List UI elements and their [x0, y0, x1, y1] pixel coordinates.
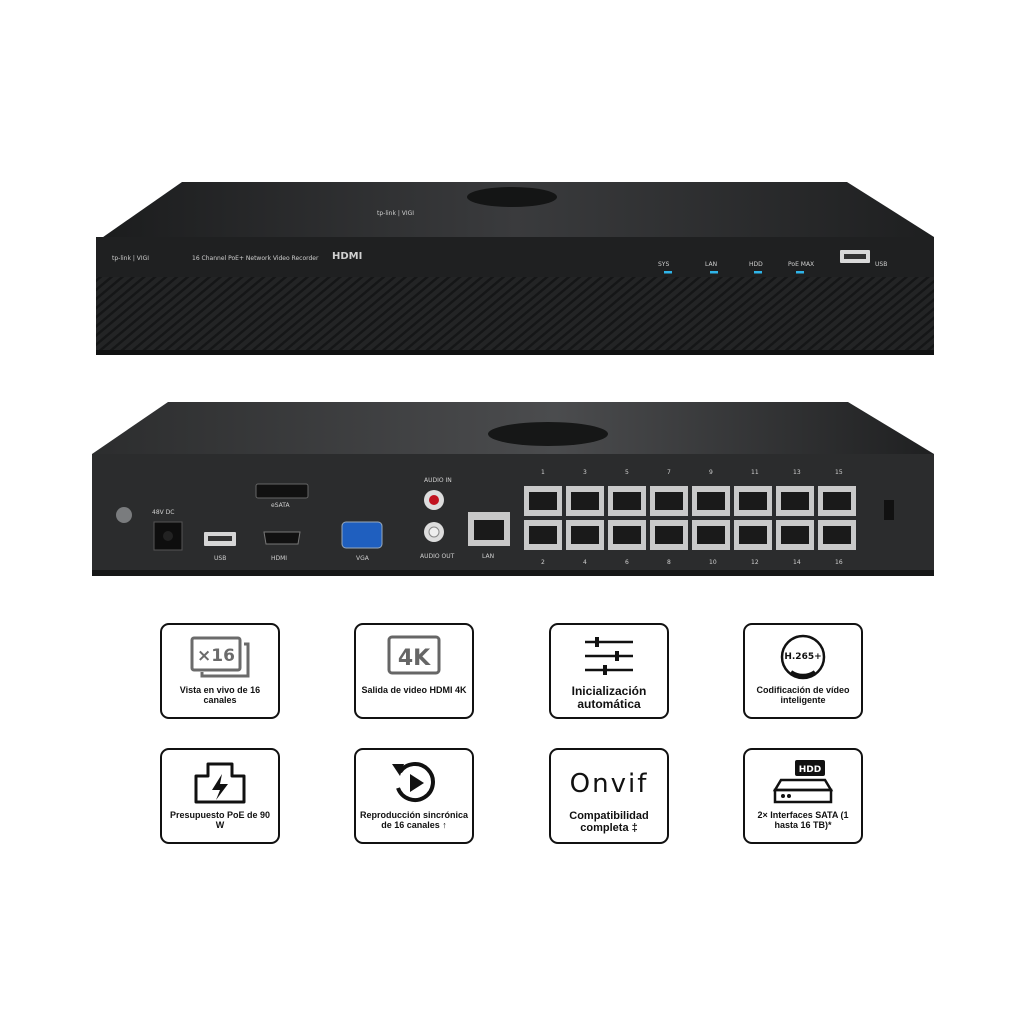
poe-port-socket — [613, 526, 641, 544]
poe-port-number: 12 — [751, 559, 759, 566]
poe-port-number: 1 — [541, 469, 545, 476]
poe-port-number: 14 — [793, 559, 801, 566]
poe-port-number: 10 — [709, 559, 717, 566]
poe-port-number: 13 — [793, 469, 801, 476]
poe-port-number: 11 — [751, 469, 759, 476]
led-poe — [796, 271, 804, 274]
led-lan — [710, 271, 718, 274]
onvif-logo: Onvif — [559, 758, 659, 806]
feature-label: 2× Interfaces SATA (1 hasta 16 TB)* — [757, 810, 849, 830]
vga-port — [341, 521, 383, 549]
poe-port-socket — [613, 492, 641, 510]
usb-label-front: USB — [875, 261, 887, 268]
indicator-sys: SYS — [658, 261, 669, 268]
poe-port-number: 8 — [667, 559, 671, 566]
poe-port-number: 6 — [625, 559, 629, 566]
svg-text:×16: ×16 — [197, 646, 235, 666]
feature-tile-sata: HDD 2× Interfaces SATA (1 hasta 16 TB)* — [743, 748, 863, 844]
lan-label: LAN — [482, 553, 494, 560]
esata-label: eSATA — [271, 502, 290, 509]
feature-tile-live-view: ×16 Vista en vivo de 16 canales — [160, 623, 280, 719]
x16-screens-icon: ×16 — [188, 633, 252, 681]
front-brand: tp-link | VIGI — [112, 255, 149, 262]
h265-icon: H.265+ — [771, 633, 835, 681]
audio-out-label: AUDIO OUT — [420, 553, 455, 560]
top-brand: tp-link | VIGI — [377, 210, 414, 217]
poe-port-socket — [655, 526, 683, 544]
hdmi-logo: HDMI — [332, 251, 362, 262]
poe-port-socket — [529, 492, 557, 510]
audio-out-jack — [428, 526, 440, 538]
poe-port-number: 9 — [709, 469, 713, 476]
svg-text:Onvif: Onvif — [570, 769, 649, 799]
feature-label: Vista en vivo de 16 canales — [179, 685, 261, 705]
hdmi-port — [263, 531, 301, 545]
svg-text:4K: 4K — [398, 646, 431, 671]
poe-port-socket — [739, 492, 767, 510]
vga-label: VGA — [356, 555, 370, 562]
led-hdd — [754, 271, 762, 274]
feature-label: Compatibilidad completa ‡ — [569, 810, 649, 834]
poe-port-socket — [529, 526, 557, 544]
indicator-hdd: HDD — [749, 261, 763, 268]
poe-port-socket — [697, 492, 725, 510]
nvr-front-view: tp-link | VIGI tp-link | VIGI 16 Channel… — [96, 182, 934, 355]
poe-port-socket — [739, 526, 767, 544]
playback-icon — [386, 758, 442, 806]
kensington-lock — [884, 500, 894, 520]
poe-port-socket — [781, 492, 809, 510]
poe-port-socket — [571, 526, 599, 544]
hdmi-label: HDMI — [271, 555, 287, 562]
feature-tile-onvif: Onvif Compatibilidad completa ‡ — [549, 748, 669, 844]
poe-port-number: 16 — [835, 559, 843, 566]
poe-port-socket — [781, 526, 809, 544]
feature-tile-poe-budget: Presupuesto PoE de 90 W — [160, 748, 280, 844]
poe-port-number: 4 — [583, 559, 587, 566]
esata-port — [255, 483, 309, 499]
poe-port-socket — [571, 492, 599, 510]
status-indicators: SYS LAN HDD PoE MAX — [658, 261, 814, 274]
poe-port-number: 2 — [541, 559, 545, 566]
poe-port-socket — [655, 492, 683, 510]
audio-in-jack — [429, 495, 439, 505]
svg-text:HDD: HDD — [799, 765, 821, 775]
feature-label: Codificación de vídeo inteligente — [756, 685, 850, 705]
indicator-lan: LAN — [705, 261, 717, 268]
feature-label: Salida de video HDMI 4K — [361, 685, 467, 695]
usb-label-rear: USB — [214, 555, 226, 562]
vent-grill — [96, 277, 934, 352]
nvr-rear-view: 48V DC eSATA USB HDMI VGA AUDIO IN AUDIO… — [92, 402, 934, 576]
poe-port-socket — [823, 492, 851, 510]
feature-tile-playback: Reproducción sincrónica de 16 canales ↑ — [354, 748, 474, 844]
poe-port-socket — [697, 526, 725, 544]
poe-port-number: 15 — [835, 469, 843, 476]
audio-in-label: AUDIO IN — [424, 477, 452, 484]
poe-port-number: 7 — [667, 469, 671, 476]
sliders-icon — [581, 633, 637, 681]
ground-screw — [116, 507, 132, 523]
poe-port-number: 5 — [625, 469, 629, 476]
svg-text:H.265+: H.265+ — [784, 652, 821, 662]
led-sys — [664, 271, 672, 274]
poe-power-icon — [190, 758, 250, 806]
feature-label: Inicialización automática — [571, 684, 647, 711]
poe-port-number: 3 — [583, 469, 587, 476]
feature-tile-h265: H.265+ Codificación de vídeo inteligente — [743, 623, 863, 719]
feature-label: Presupuesto PoE de 90 W — [169, 810, 271, 830]
hdd-icon: HDD — [771, 758, 835, 806]
4k-icon: 4K — [384, 633, 444, 681]
feature-tile-4k: 4K Salida de video HDMI 4K — [354, 623, 474, 719]
feature-label: Reproducción sincrónica de 16 canales ↑ — [359, 810, 469, 830]
indicator-poe: PoE MAX — [788, 261, 814, 268]
front-model-text: 16 Channel PoE+ Network Video Recorder — [192, 255, 319, 262]
dc-label: 48V DC — [152, 509, 174, 516]
poe-port-socket — [823, 526, 851, 544]
feature-tile-auto-init: Inicialización automática — [549, 623, 669, 719]
